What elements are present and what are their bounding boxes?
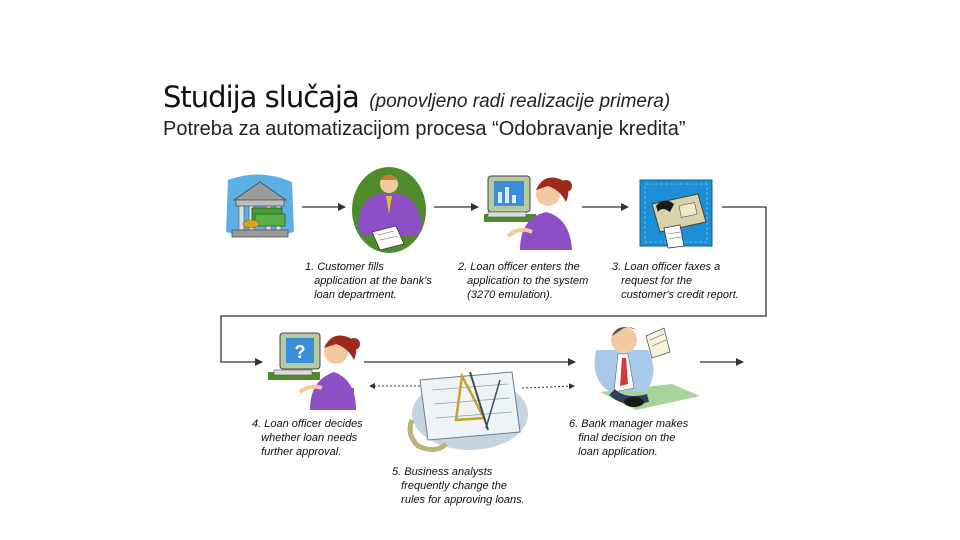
title-sub: (ponovljeno radi realizacije primera) — [369, 91, 671, 112]
dotted-link-right — [521, 383, 575, 390]
step-4-caption: 4. Loan officer decides whether loan nee… — [252, 418, 363, 458]
step-3-caption: 3. Loan officer faxes a request for the … — [612, 261, 739, 301]
step-6-caption: 6. Bank manager makes final decision on … — [569, 418, 689, 458]
officer-at-computer-icon — [484, 175, 572, 250]
step-5-caption: 5. Business analysts frequently change t… — [392, 466, 525, 506]
officer-question-icon: ? — [268, 332, 360, 410]
blueprint-tools-icon — [407, 371, 528, 452]
manager-reading-icon — [594, 327, 700, 410]
slide-subtitle: Potreba za automatizacijom procesa “Odob… — [163, 118, 686, 140]
fax-machine-icon — [639, 179, 713, 249]
svg-text:?: ? — [295, 342, 306, 362]
bank-building-icon — [226, 174, 294, 238]
arrow-wrap-connector — [220, 206, 767, 366]
step-1-caption: 1. Customer fills application at the ban… — [305, 261, 432, 301]
slide-title: Studija slučaja (ponovljeno radi realiza… — [163, 80, 670, 114]
customer-filling-icon — [352, 167, 426, 253]
step-2-caption: 2. Loan officer enters the application t… — [458, 261, 589, 301]
title-main: Studija slučaja — [163, 80, 360, 114]
